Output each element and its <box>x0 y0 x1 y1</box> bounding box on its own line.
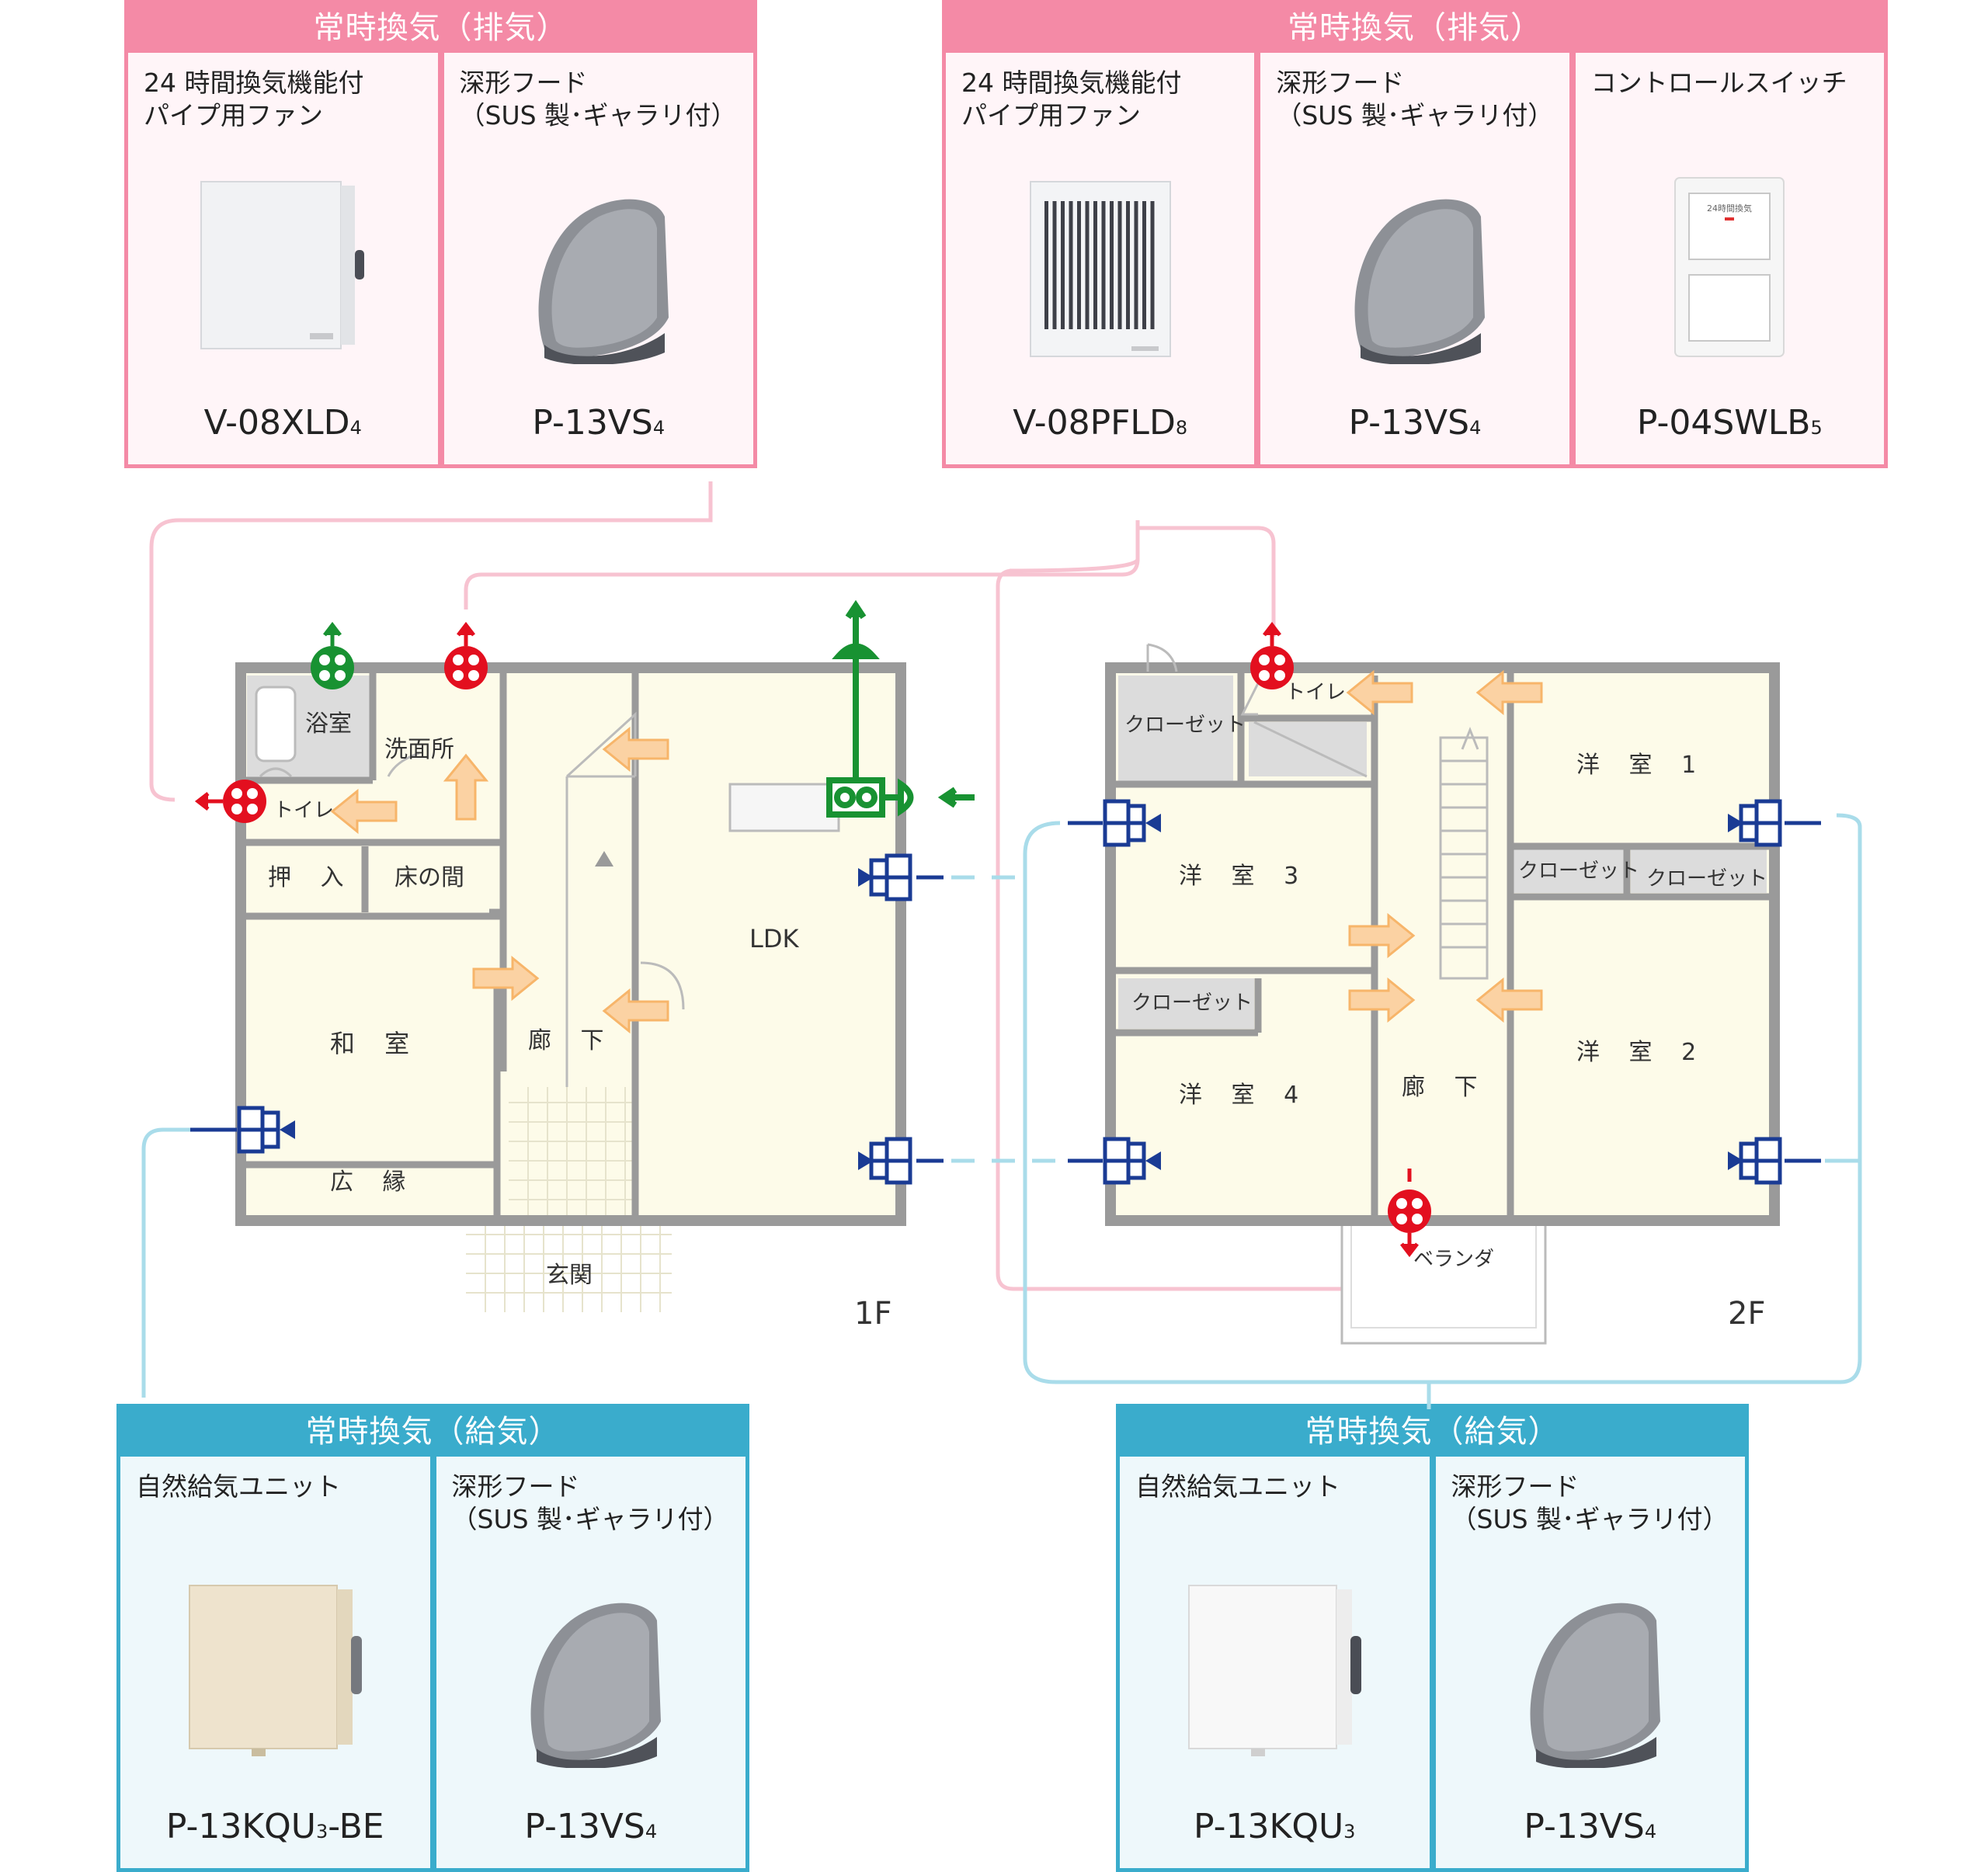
louver-slat <box>1085 200 1090 329</box>
louver-slat <box>1093 200 1097 329</box>
room-label-veranda: ベランダ <box>1413 1248 1494 1271</box>
louver-slat <box>1101 200 1106 329</box>
louver-slat <box>1150 200 1155 329</box>
exhaust-fans-1f <box>194 621 488 823</box>
panel-title: 常時換気（排気） <box>313 10 568 46</box>
room-label-toilet: トイレ <box>1285 681 1346 704</box>
product-description: 24 時間換気機能付 パイプ用ファン <box>961 68 1182 130</box>
room-label-closet-a: クローゼット <box>1124 714 1246 737</box>
room-label-room1: 洋 室 1 <box>1576 752 1707 779</box>
product-description: 自然給気ユニット <box>1135 1471 1340 1502</box>
product-model: V-08PFLD8 <box>1013 403 1188 443</box>
room-label-toilet: トイレ <box>273 799 334 822</box>
product-model: P-13KQU3-BE <box>165 1807 384 1846</box>
deep-hood-image <box>1530 1603 1660 1769</box>
room-label-washroom: 洗面所 <box>384 736 454 763</box>
room-label-hallway: 廊 下 <box>528 1027 615 1054</box>
room-label-closet-c: クローゼット <box>1646 867 1767 891</box>
room-label-engawa: 広 縁 <box>330 1169 417 1196</box>
control-switch-image: 24時間換気 <box>1674 176 1785 357</box>
louver-slat <box>1134 200 1138 329</box>
product-pipe-fan: 24 時間換気機能付 パイプ用ファン V-08XLD4 <box>128 53 438 464</box>
product-description: 深形フード （SUS 製･ギャラリ付） <box>459 68 737 130</box>
entrance-tiles <box>466 1087 672 1312</box>
intake-unit-white-image <box>1188 1584 1362 1756</box>
louver-slat <box>1109 200 1114 329</box>
product-natural-intake-unit: 自然給気ユニット P-13KQU3-BE <box>120 1457 430 1868</box>
floor-label-1f: 1F <box>854 1296 891 1332</box>
room-label-tokonoma: 床の間 <box>394 864 464 891</box>
louver-slat <box>1076 200 1081 329</box>
deep-hood-image <box>1354 199 1485 365</box>
intake-vents-1f <box>190 856 944 1183</box>
room-label-ldk: LDK <box>749 924 799 953</box>
louver-slat <box>1060 200 1065 329</box>
product-model: P-13VS4 <box>1348 403 1482 443</box>
supply-panel-1f: 常時換気（給気） 自然給気ユニット P-13KQU3-BE 深形フード （SUS… <box>116 1404 749 1872</box>
product-model: P-04SWLB5 <box>1636 403 1823 443</box>
room-label-closet-d: クローゼット <box>1131 992 1253 1015</box>
floor-plans: 浴室 洗面所 トイレ 押 入 床の間 和 室 広 縁 廊 下 LDK 玄関 1F <box>141 481 1862 1409</box>
room-label-room2: 洋 室 2 <box>1576 1039 1707 1066</box>
product-description: コントロールスイッチ <box>1590 68 1847 98</box>
room-label-closet: 押 入 <box>268 864 355 891</box>
room-label-room4: 洋 室 4 <box>1179 1082 1309 1109</box>
panel-title: 常時換気（給気） <box>305 1414 561 1450</box>
room-label-entrance: 玄関 <box>546 1262 593 1289</box>
room-label-hallway: 廊 下 <box>1402 1074 1489 1101</box>
panel-title: 常時換気（排気） <box>1288 10 1542 46</box>
louver-slat <box>1125 200 1130 329</box>
product-description: 深形フード （SUS 製･ギャラリ付） <box>451 1471 729 1534</box>
louver-slat <box>1044 200 1048 329</box>
room-label-japanese-room: 和 室 <box>330 1029 420 1058</box>
product-deep-hood: 深形フード （SUS 製･ギャラリ付） P-13VS4 <box>436 1457 746 1868</box>
product-control-switch: コントロールスイッチ 24時間換気 P-04SWLB5 <box>1575 53 1884 464</box>
product-natural-intake-unit: 自然給気ユニット P-13KQU3 <box>1120 1457 1430 1868</box>
product-deep-hood: 深形フード （SUS 製･ギャラリ付） P-13VS4 <box>1435 1457 1745 1868</box>
product-model: P-13VS4 <box>524 1807 658 1846</box>
floor-label-2f: 2F <box>1728 1296 1765 1332</box>
louver-slat <box>1052 200 1057 329</box>
exhaust-panel-1f: 常時換気（排気） 24 時間換気機能付 パイプ用ファン V-08XLD4 深形フ… <box>124 0 757 468</box>
product-deep-hood: 深形フード （SUS 製･ギャラリ付） P-13VS4 <box>1260 53 1569 464</box>
product-model: P-13VS4 <box>1524 1807 1657 1846</box>
switch-label: 24時間換気 <box>1707 203 1752 214</box>
product-description: 深形フード （SUS 製･ギャラリ付） <box>1276 68 1554 130</box>
intake-vents-2f <box>1068 801 1821 1183</box>
deep-hood-image <box>538 199 669 365</box>
product-description: 24 時間換気機能付 パイプ用ファン <box>144 68 364 130</box>
product-model: P-13VS4 <box>532 403 666 443</box>
deep-hood-image <box>530 1603 661 1769</box>
intake-unit-beige-image <box>189 1584 363 1756</box>
louver-slat <box>1142 200 1146 329</box>
product-description: 自然給気ユニット <box>136 1471 341 1502</box>
louver-slat <box>1069 200 1073 329</box>
louver-fan-image <box>1029 180 1171 357</box>
exhaust-panel-2f: 常時換気（排気） 24 時間換気機能付 パイプ用ファン V-08PFLD8 深形… <box>942 0 1888 468</box>
range-hood-duct <box>826 599 975 818</box>
product-model: P-13KQU3 <box>1194 1807 1356 1846</box>
supply-ducts <box>141 813 1862 1409</box>
room-label-room3: 洋 室 3 <box>1179 863 1309 890</box>
pipe-fan-image <box>200 180 365 349</box>
plan-2f: クローゼット トイレ 洋 室 1 洋 室 3 クローゼット クローゼット クロー… <box>1068 621 1821 1345</box>
louver-slat <box>1117 200 1122 329</box>
product-description: 深形フード （SUS 製･ギャラリ付） <box>1451 1471 1729 1534</box>
panel-title: 常時換気（給気） <box>1305 1414 1560 1450</box>
supply-panel-2f: 常時換気（給気） 自然給気ユニット P-13KQU3 深形フード （SUS 製･… <box>1116 1404 1749 1872</box>
room-label-bath: 浴室 <box>305 710 352 738</box>
product-model: V-08XLD4 <box>203 403 362 443</box>
product-deep-hood: 深形フード （SUS 製･ギャラリ付） P-13VS4 <box>443 53 753 464</box>
room-label-closet-b: クローゼット <box>1518 860 1639 883</box>
louver-slats <box>1044 200 1155 329</box>
exhaust-fans-2f <box>1250 621 1431 1258</box>
plan-1f: 浴室 洗面所 トイレ 押 入 床の間 和 室 広 縁 廊 下 LDK 玄関 1F <box>190 599 975 1332</box>
product-pipe-fan: 24 時間換気機能付 パイプ用ファン V-08PFLD8 <box>946 53 1255 464</box>
